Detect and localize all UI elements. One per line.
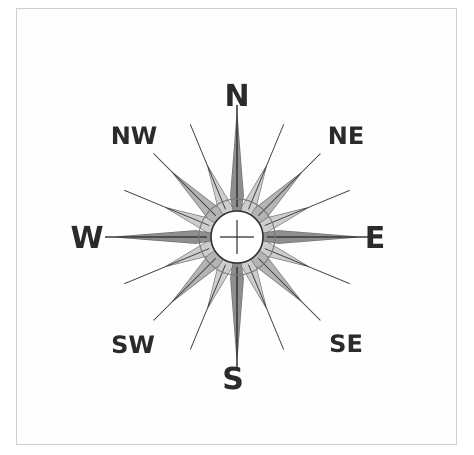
- label-southwest: SW: [111, 331, 155, 359]
- label-east: E: [365, 221, 386, 256]
- label-southeast: SE: [329, 330, 363, 358]
- label-northwest: NW: [111, 122, 158, 150]
- label-west: W: [70, 221, 103, 256]
- label-northeast: NE: [328, 122, 364, 150]
- label-south: S: [222, 362, 244, 397]
- label-north: N: [224, 79, 249, 114]
